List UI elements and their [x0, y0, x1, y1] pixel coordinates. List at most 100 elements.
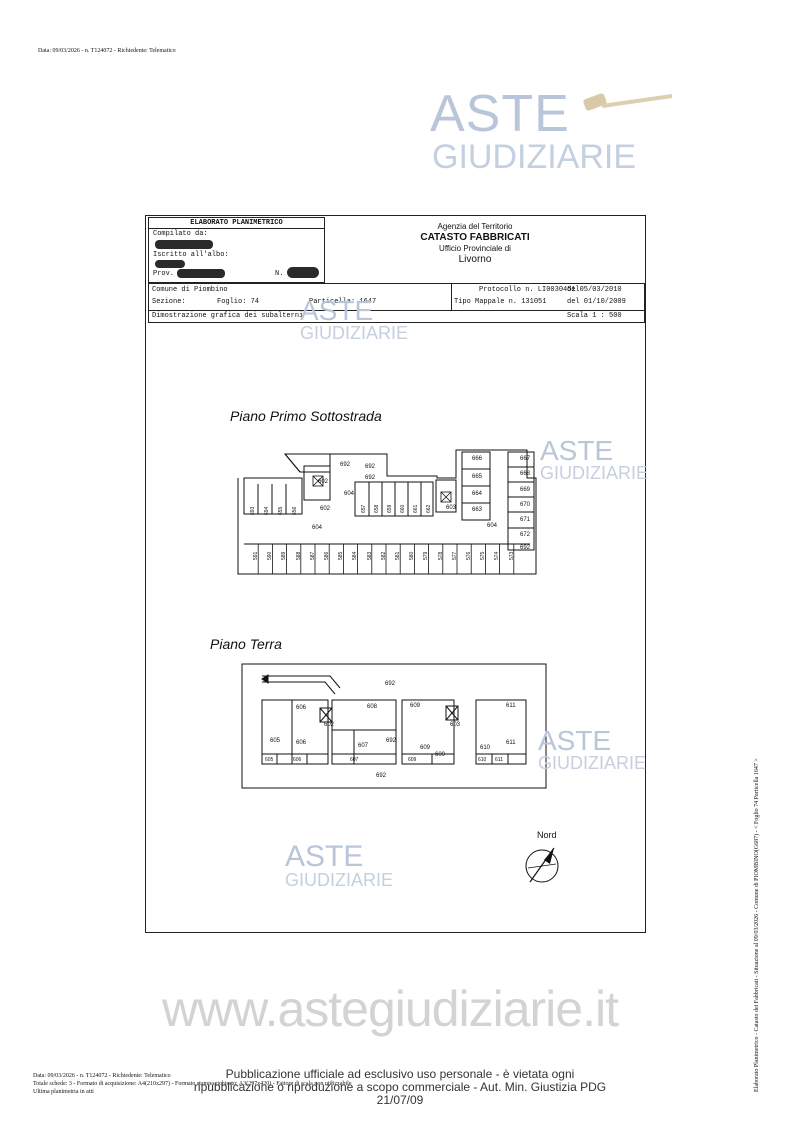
- watermark-logo-right-2: ASTE GIUDIZIARIE: [538, 725, 647, 773]
- room-label: 692: [386, 738, 397, 744]
- room-label: 602: [324, 722, 335, 728]
- room-label: 669: [520, 487, 531, 493]
- redacted-prov: [177, 269, 225, 278]
- footer-line: Totale schede: 3 - Formato di acquisizio…: [33, 1081, 352, 1087]
- room-label: 611: [506, 740, 516, 746]
- catasto-title: CATASTO FABBRICATI: [420, 232, 530, 243]
- room-label: 694: [264, 506, 270, 515]
- room-label: 576: [466, 551, 472, 560]
- room-label: 666: [472, 456, 483, 462]
- watermark-logo-top: ASTE GIUDIZIARIE: [430, 88, 673, 176]
- room-label: 605: [265, 757, 274, 763]
- watermark-logo-right-1: ASTE GIUDIZIARIE: [540, 437, 649, 483]
- room-label: 692: [365, 464, 376, 470]
- north-label: Nord: [537, 830, 557, 840]
- room-label: 671: [520, 517, 531, 523]
- watermark-aste-text: ASTE: [300, 295, 374, 326]
- room-label: 589: [281, 551, 288, 560]
- room-label: 590: [267, 551, 274, 560]
- room-label: 608: [367, 704, 378, 710]
- room-label: 587: [309, 551, 316, 560]
- room-label: 663: [472, 507, 483, 513]
- iscritto-label: Iscritto all'albo:: [153, 251, 229, 259]
- footer-left: Data: 09/03/2026 - n. T124072 - Richiede…: [33, 1072, 352, 1096]
- site-url-watermark: www.astegiudiziarie.it: [162, 981, 619, 1037]
- room-label: 670: [520, 502, 531, 508]
- footer-notice: Pubblicazione ufficiale ad esclusivo uso…: [175, 1068, 625, 1107]
- basement-floor-title: Piano Primo Sottostrada: [230, 408, 382, 424]
- watermark-giudiziarie-text: GIUDIZIARIE: [540, 463, 649, 483]
- ufficio-label: Ufficio Provinciale di: [439, 244, 511, 253]
- compiler-box: ELABORATO PLANIMETRICO Compilato da: Isc…: [148, 217, 325, 283]
- room-label: 664: [472, 491, 483, 497]
- watermark-aste-text: ASTE: [538, 725, 612, 756]
- room-label: 581: [395, 551, 401, 560]
- room-label: 607: [350, 757, 359, 763]
- room-label: 604: [344, 491, 355, 497]
- room-label: 660: [400, 504, 406, 513]
- protocollo-text: Protocollo n. LI0030451: [479, 286, 576, 294]
- room-label: 610: [480, 745, 491, 751]
- room-label: 693: [250, 506, 256, 515]
- watermark-giudiziarie-text: GIUDIZIARIE: [285, 870, 394, 890]
- room-label: 657: [361, 504, 367, 513]
- room-label: 582: [380, 551, 387, 560]
- protocollo-date: del05/03/2010: [567, 286, 622, 294]
- room-label: 667: [520, 456, 531, 462]
- room-label: 668: [520, 471, 531, 477]
- agency-block: Agenzia del Territorio CATASTO FABBRICAT…: [400, 221, 550, 265]
- room-label: 692: [365, 475, 376, 481]
- room-label: 658: [374, 504, 380, 513]
- room-label: 603: [446, 505, 457, 511]
- room-label: 692: [340, 462, 351, 468]
- room-label: 692: [376, 773, 387, 779]
- footer-notice-line-1: Pubblicazione ufficiale ad esclusivo uso…: [225, 1067, 575, 1081]
- room-label: 672: [520, 532, 531, 538]
- room-label: 583: [366, 551, 373, 560]
- prov-label: Prov.: [153, 270, 175, 278]
- room-label: 604: [487, 523, 498, 529]
- watermark-logo-bottom: ASTE GIUDIZIARIE: [285, 840, 394, 890]
- room-label: 574: [494, 551, 501, 560]
- comune-text: Comune di Piombino: [152, 286, 228, 294]
- gavel-icon: [583, 93, 673, 111]
- room-label: 606: [296, 740, 307, 746]
- compilato-label: Compilato da:: [153, 230, 208, 238]
- redacted-albo: [155, 260, 185, 268]
- n-label: N.: [275, 270, 284, 278]
- room-label: 573: [508, 551, 515, 560]
- room-label: 611: [495, 757, 503, 763]
- room-label: 607: [358, 743, 369, 749]
- room-label: 591: [253, 551, 259, 560]
- footer-notice-line-2: ripubblicazione o riproduzione a scopo c…: [193, 1080, 607, 1107]
- drawing-frame: [145, 215, 646, 933]
- room-label: 602: [318, 479, 329, 485]
- footer-line: Ultima planimetria in atti: [33, 1089, 94, 1095]
- room-label: 692: [385, 681, 396, 687]
- watermark-aste-text: ASTE: [285, 840, 364, 873]
- room-label: 659: [387, 504, 393, 513]
- dimostrazione-text: Dimostrazione grafica dei subalterni: [152, 312, 304, 320]
- room-label: 609: [408, 757, 417, 763]
- watermark-giudiziarie-text: GIUDIZIARIE: [300, 323, 409, 343]
- ground-plan: [241, 663, 547, 789]
- room-label: 606: [296, 705, 307, 711]
- redacted-number: [287, 267, 319, 278]
- watermark-giudiziarie-text: GIUDIZIARIE: [432, 138, 637, 176]
- info-table: Comune di Piombino Sezione: Foglio: 74 P…: [148, 283, 645, 323]
- room-label: 662: [426, 504, 432, 513]
- room-label: 602: [320, 506, 331, 512]
- room-label: 665: [472, 474, 483, 480]
- room-label: 656: [292, 506, 298, 515]
- watermark-logo-table: ASTE GIUDIZIARIE: [300, 295, 409, 343]
- top-header: Data: 09/03/2026 - n. T124072 - Richiede…: [38, 48, 176, 54]
- watermark-giudiziarie-text: GIUDIZIARIE: [538, 753, 647, 773]
- room-label: 585: [338, 551, 345, 560]
- footer-line: Data: 09/03/2026 - n. T124072 - Richiede…: [33, 1073, 171, 1079]
- room-label: 604: [312, 525, 323, 531]
- room-label: 578: [437, 551, 444, 560]
- room-label: 611: [506, 703, 516, 709]
- room-label: 692: [520, 545, 531, 551]
- room-label: 610: [478, 757, 487, 763]
- agency-name: Agenzia del Territorio: [437, 222, 513, 231]
